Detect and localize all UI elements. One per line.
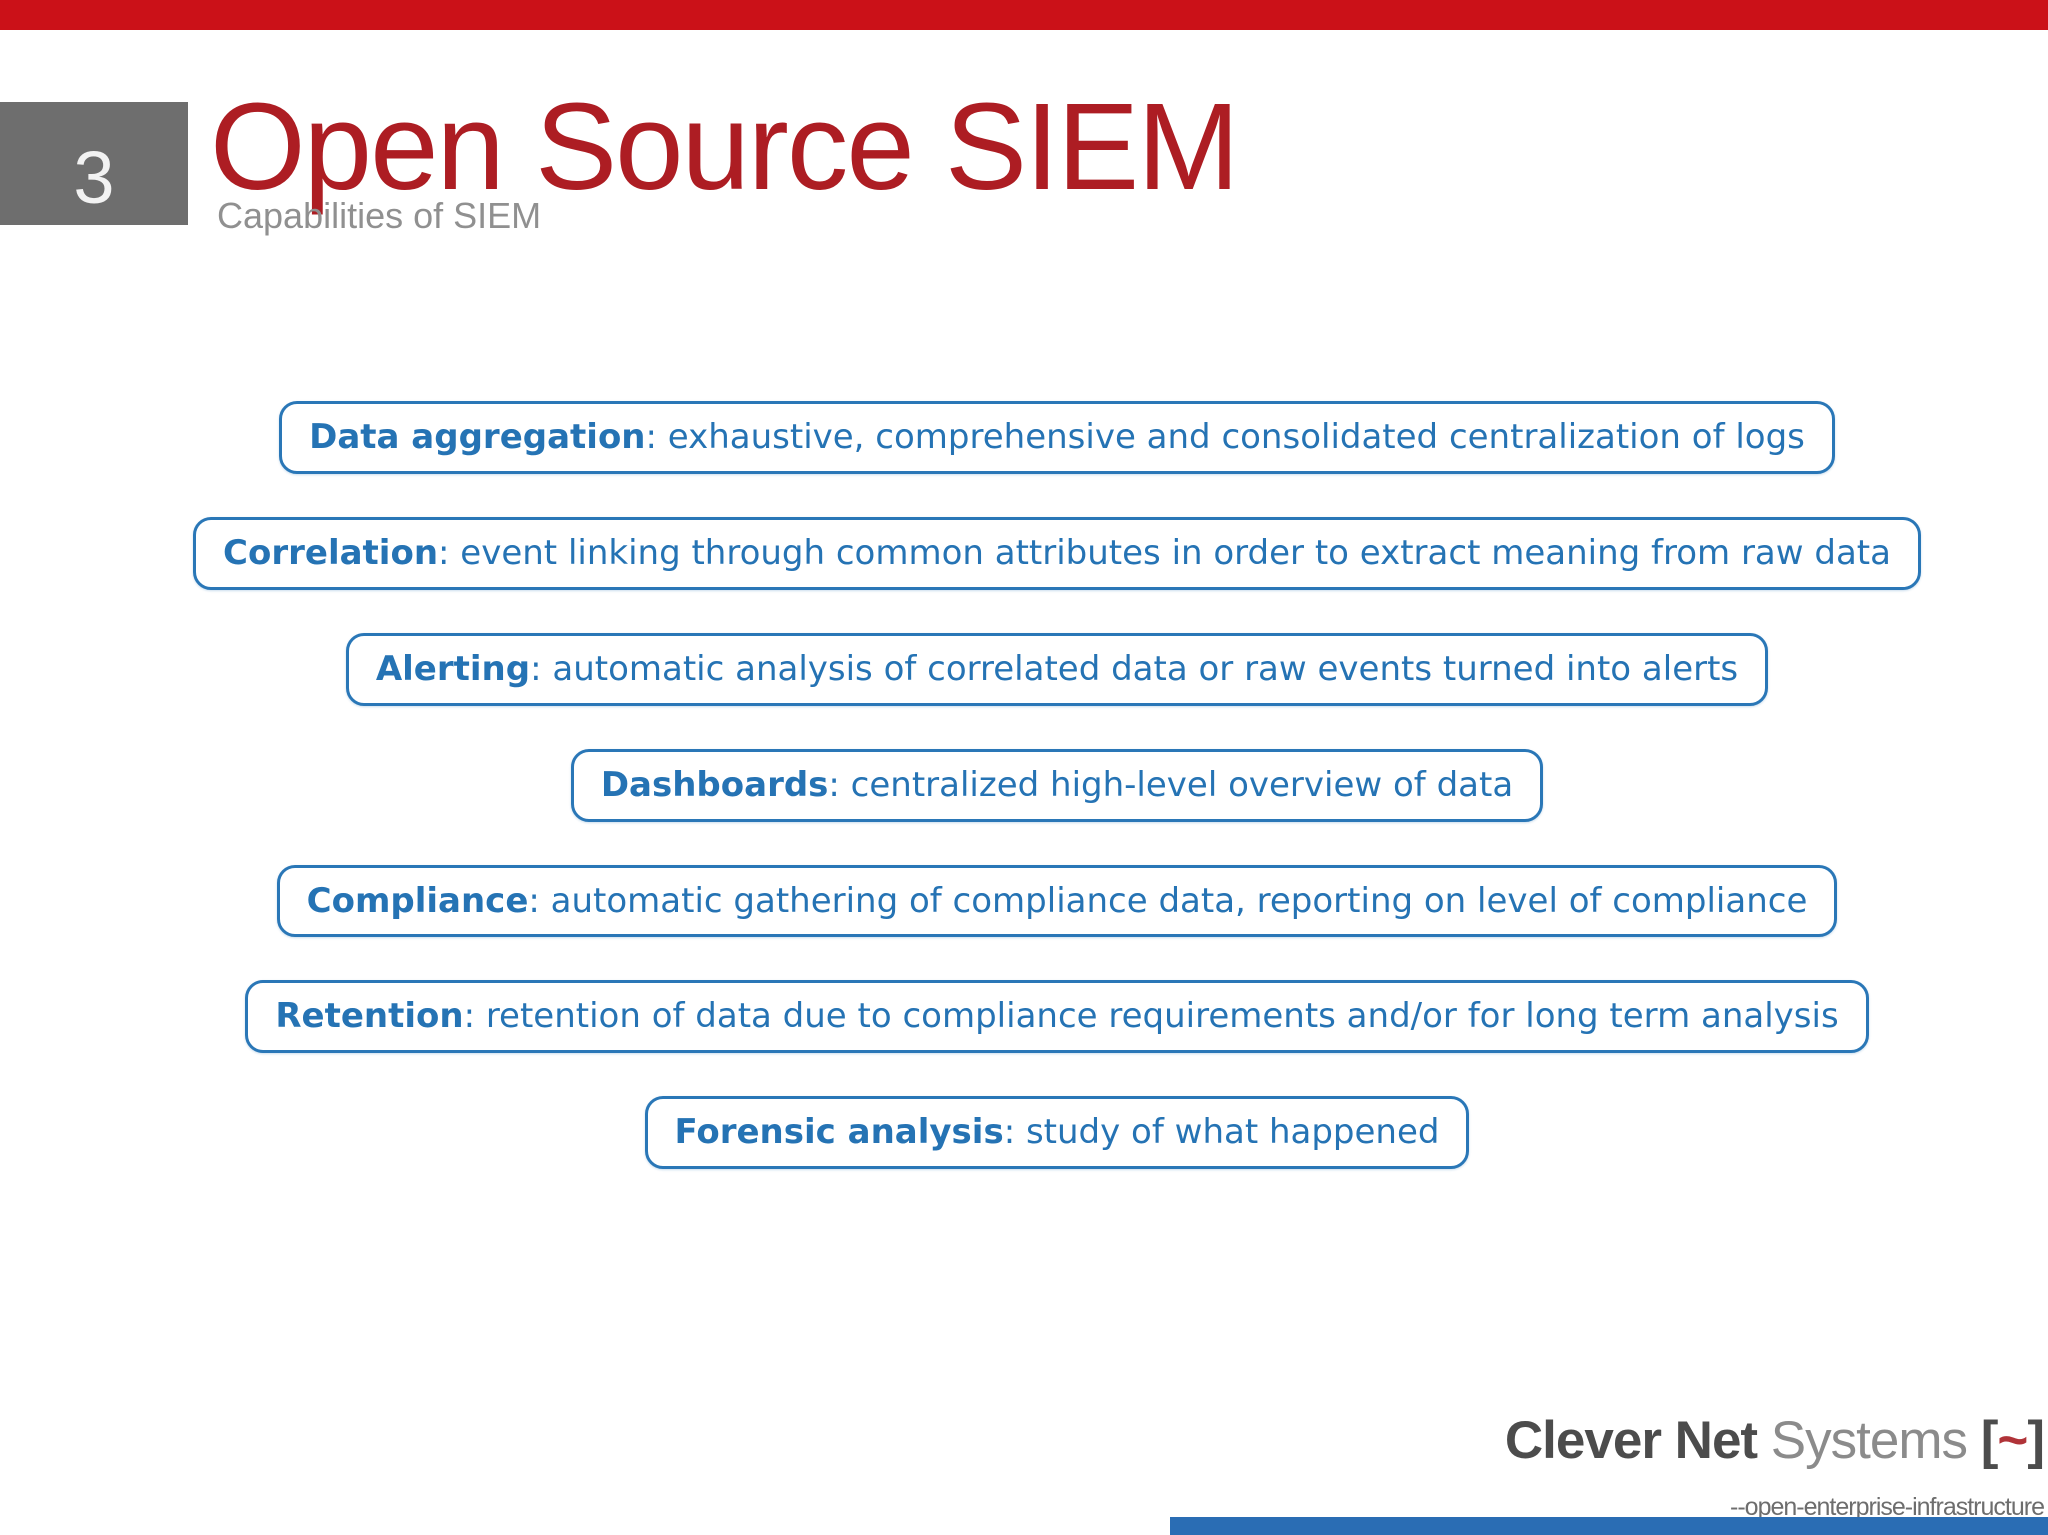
brand-logo: Clever Net Systems [~] — [1504, 1408, 2045, 1474]
page-title: Open Source SIEM — [210, 79, 1240, 216]
capability-term: Compliance — [306, 880, 529, 921]
capability-description: : centralized high-level overview of dat… — [828, 764, 1514, 805]
page-subtitle: Capabilities of SIEM — [217, 195, 542, 236]
capability-term: Retention — [275, 996, 464, 1037]
top-accent-bar — [0, 0, 2048, 30]
capability-box-data-aggregation: Data aggregation: exhaustive, comprehens… — [279, 401, 1835, 474]
brand-name-light: Systems — [1757, 1411, 1981, 1470]
capability-box-alerting: Alerting: automatic analysis of correlat… — [345, 632, 1769, 706]
capability-box-compliance: Compliance: automatic gathering of compl… — [276, 864, 1838, 938]
brand-tagline: --open-enterprise-infrastructure — [1730, 1493, 2045, 1521]
capability-list: Data aggregation: exhaustive, comprehens… — [66, 401, 2048, 1170]
capability-term: Data aggregation — [309, 417, 646, 457]
capability-box-retention: Retention: retention of data due to comp… — [245, 980, 1869, 1054]
capability-box-correlation: Correlation: event linking through commo… — [193, 516, 1921, 590]
capability-box-dashboards: Dashboards: centralized high-level overv… — [570, 748, 1544, 822]
capability-description: : study of what happened — [1003, 1112, 1440, 1153]
tilde-icon: ~ — [1997, 1411, 2028, 1470]
capability-description: : exhaustive, comprehensive and consolid… — [645, 417, 1805, 457]
capability-description: : automatic analysis of correlated data … — [530, 648, 1739, 689]
capability-term: Alerting — [375, 648, 531, 689]
bracket-open-icon: [ — [1980, 1411, 1999, 1470]
capability-description: : automatic gathering of compliance data… — [528, 880, 1808, 921]
capability-term: Dashboards — [600, 764, 829, 805]
slide-number-box: 3 — [0, 102, 188, 225]
bracket-close-icon: ] — [2027, 1411, 2045, 1470]
brand-name-bold: Clever Net — [1504, 1411, 1758, 1470]
capability-term: Correlation — [223, 532, 439, 573]
bottom-accent-bar — [1170, 1517, 2048, 1535]
capability-description: : event linking through common attribute… — [438, 532, 1891, 573]
capability-box-forensic-analysis: Forensic analysis: study of what happene… — [644, 1096, 1470, 1170]
slide-number: 3 — [73, 136, 115, 219]
capability-term: Forensic analysis — [674, 1112, 1004, 1153]
capability-description: : retention of data due to compliance re… — [463, 996, 1839, 1037]
